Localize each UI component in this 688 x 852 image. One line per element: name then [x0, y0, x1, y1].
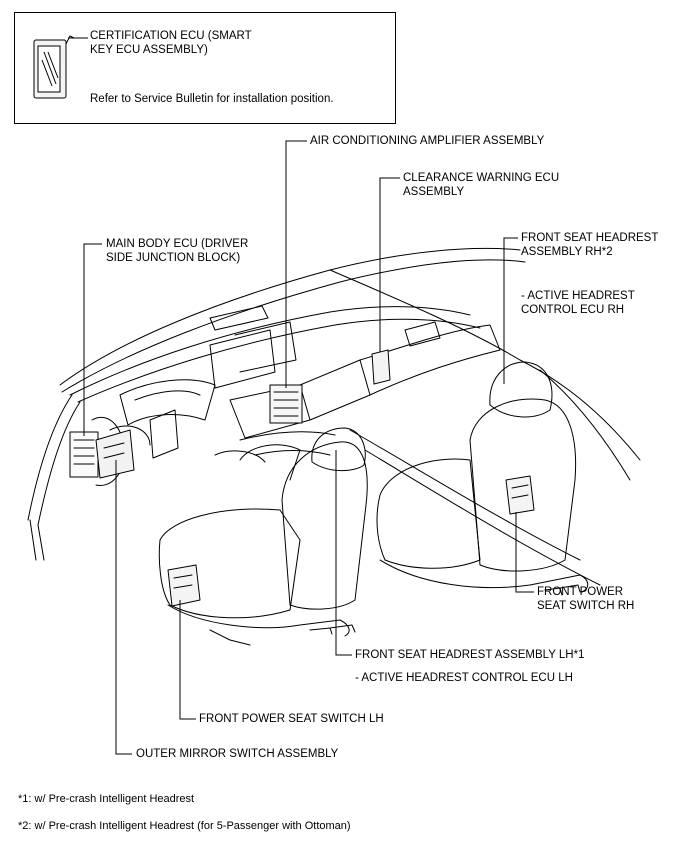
label-outer-mirror-switch: OUTER MIRROR SWITCH ASSEMBLY [136, 748, 339, 760]
label-headrest-lh-sub: - ACTIVE HEADREST CONTROL ECU LH [355, 672, 573, 684]
leader-lines [83, 140, 534, 755]
dashboard-top [69, 306, 471, 396]
label-power-seat-lh: FRONT POWER SEAT SWITCH LH [199, 713, 384, 725]
left-seat-cushion [158, 508, 301, 619]
footnote-1: *1: w/ Pre-crash Intelligent Headrest [18, 793, 195, 805]
label-headrest-rh-sub: - ACTIVE HEADREST CONTROL ECU RH [521, 290, 635, 316]
footnote-2: *2: w/ Pre-crash Intelligent Headrest (f… [18, 820, 351, 832]
right-seat-back [469, 398, 577, 572]
legend-box [14, 12, 396, 124]
label-ac-amplifier: AIR CONDITIONING AMPLIFIER ASSEMBLY [310, 135, 545, 147]
left-headrest [311, 427, 366, 472]
label-main-body-ecu: MAIN BODY ECU (DRIVER SIDE JUNCTION BLOC… [106, 238, 249, 264]
label-clearance-warning-ecu: CLEARANCE WARNING ECU ASSEMBLY [403, 172, 560, 198]
legend-note: Refer to Service Bulletin for installati… [90, 93, 334, 105]
label-headrest-rh: FRONT SEAT HEADREST ASSEMBLY RH*2 [521, 232, 659, 258]
windshield-outline [59, 247, 521, 386]
label-headrest-lh: FRONT SEAT HEADREST ASSEMBLY LH*1 [355, 649, 585, 661]
right-seat-cushion [376, 458, 481, 569]
right-headrest [489, 361, 553, 418]
label-power-seat-rh: FRONT POWER SEAT SWITCH RH [537, 586, 635, 612]
legend-ecu-label: CERTIFICATION ECU (SMART KEY ECU ASSEMBL… [90, 30, 252, 56]
left-pillar [27, 394, 73, 521]
